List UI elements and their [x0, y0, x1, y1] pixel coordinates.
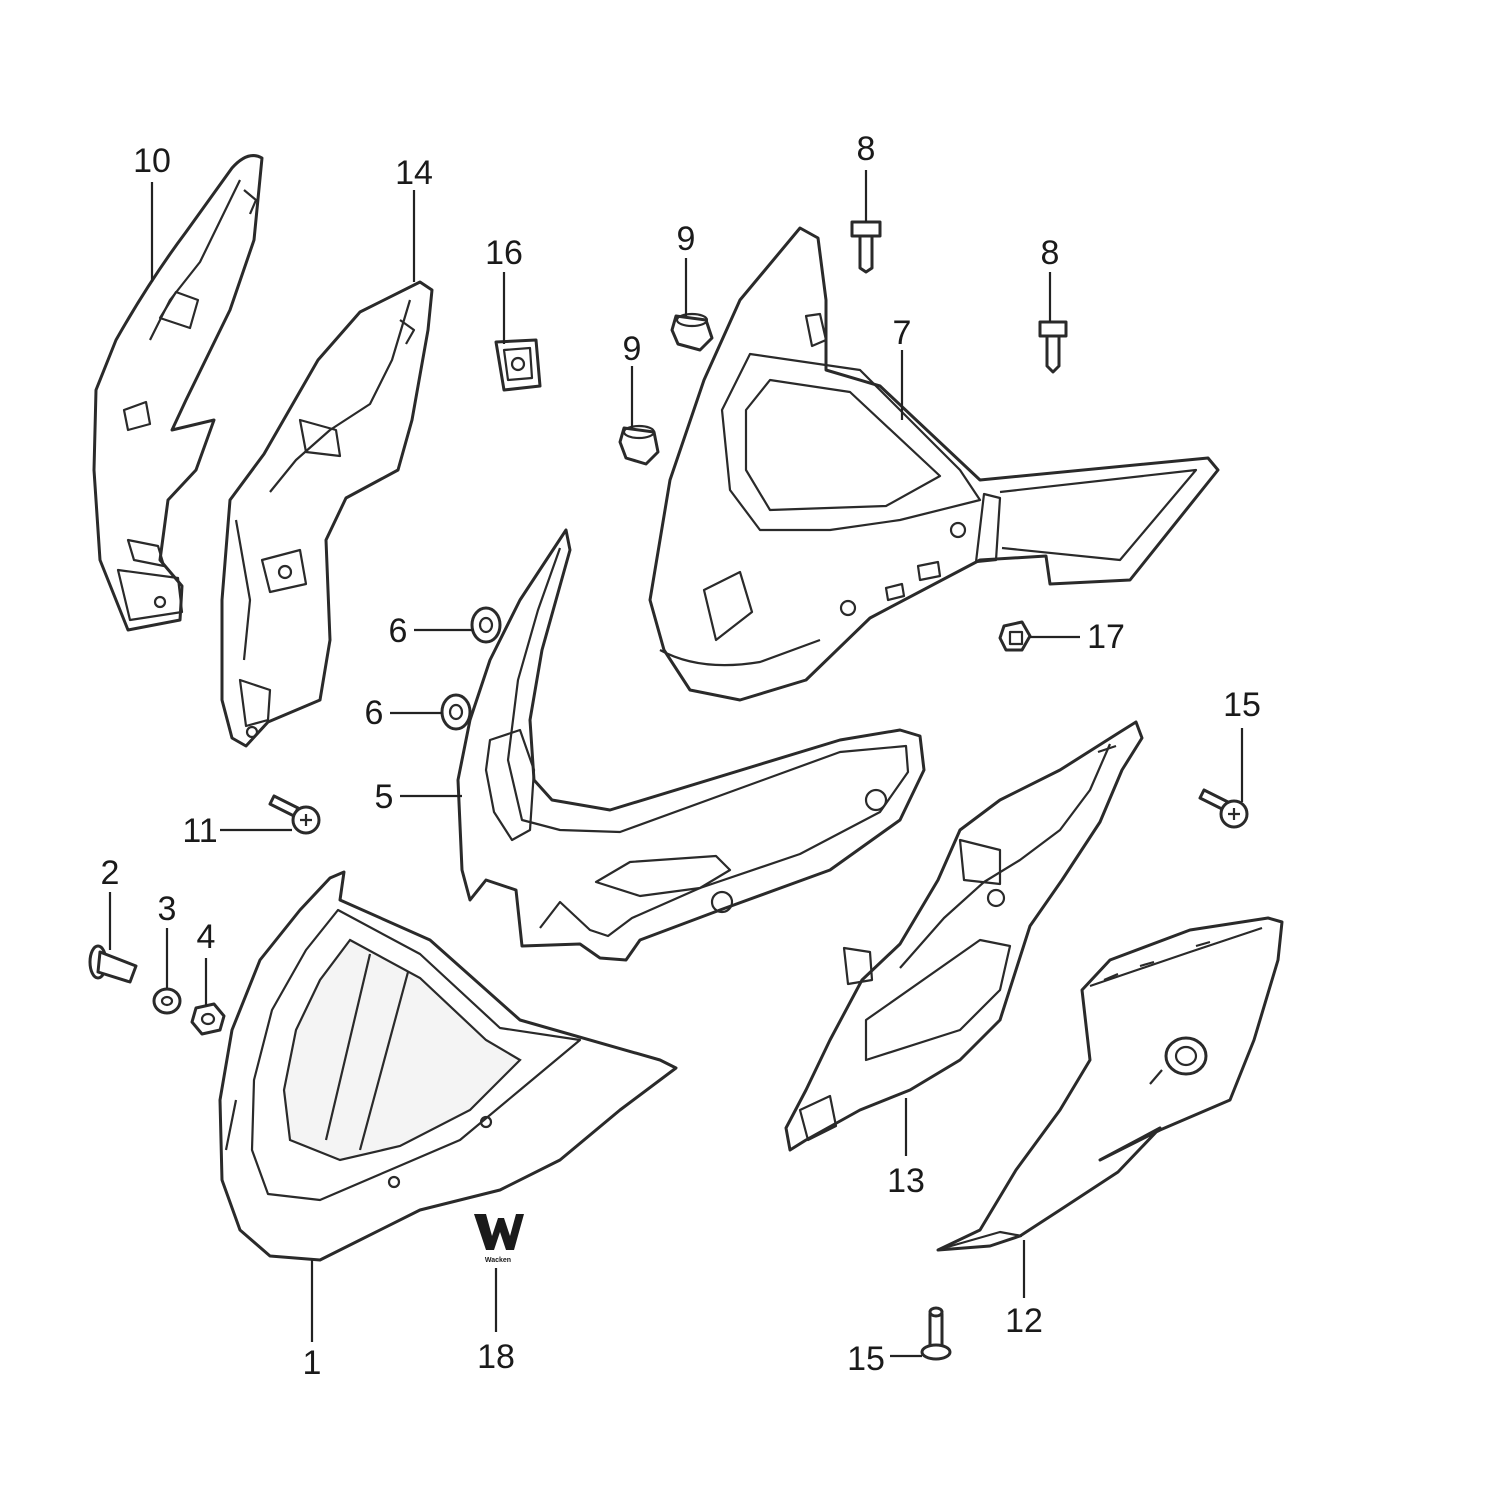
part-4-nut [190, 1002, 226, 1036]
part-11-screw [268, 794, 321, 835]
logo-mark-icon [474, 1214, 524, 1250]
callout-12: 12 [1005, 1302, 1043, 1340]
callout-9-lower: 9 [623, 330, 642, 368]
callout-16: 16 [485, 234, 523, 272]
callout-8-right: 8 [1041, 234, 1060, 272]
part-12-right-side-cover [936, 916, 1284, 1252]
logo-subtext: Wacken [485, 1257, 511, 1264]
callout-14: 14 [395, 154, 433, 192]
callout-10: 10 [133, 142, 171, 180]
part-5-front-v-panel [456, 528, 926, 962]
callout-4: 4 [197, 918, 216, 956]
callout-15-right: 15 [1223, 686, 1261, 724]
callout-6-upper: 6 [389, 612, 408, 650]
callout-8-upper: 8 [857, 130, 876, 168]
callout-numbers: 10 14 16 9 9 8 8 7 6 6 17 15 5 11 2 3 4 … [101, 130, 1261, 1382]
part-6-washer-upper [470, 606, 502, 644]
part-16-clip-nut [494, 338, 542, 392]
callout-3: 3 [158, 890, 177, 928]
part-8-screw-upper [850, 220, 882, 274]
part-2-bolt [88, 944, 138, 984]
callout-6-lower: 6 [365, 694, 384, 732]
callout-17: 17 [1087, 618, 1125, 656]
callout-15-bottom: 15 [847, 1340, 885, 1378]
callout-11: 11 [182, 812, 217, 850]
callout-1: 1 [303, 1344, 322, 1382]
part-17-nut [998, 620, 1032, 652]
part-8-screw-right [1038, 320, 1068, 374]
callout-5: 5 [375, 778, 394, 816]
callout-18: 18 [477, 1338, 515, 1376]
part-6-washer-lower [440, 693, 472, 731]
part-15-screw-right [1198, 788, 1249, 829]
callout-9-upper: 9 [677, 220, 696, 258]
part-1-windscreen [218, 870, 678, 1262]
callout-13: 13 [887, 1162, 925, 1200]
part-9-grommet-lower [618, 424, 660, 466]
callout-7: 7 [893, 314, 912, 352]
part-7-upper-cowl [648, 226, 1220, 702]
part-9-grommet-upper [670, 312, 714, 352]
leader-lines [108, 170, 1244, 1358]
part-13-right-inner-panel [784, 720, 1144, 1152]
part-10-left-side-cover [92, 154, 264, 632]
part-14-inner-panel [220, 280, 434, 748]
part-18-logo-emblem: Wacken [474, 1214, 524, 1264]
part-15-screw-bottom [920, 1306, 952, 1361]
part-3-washer [152, 987, 182, 1015]
callout-2: 2 [101, 854, 120, 892]
